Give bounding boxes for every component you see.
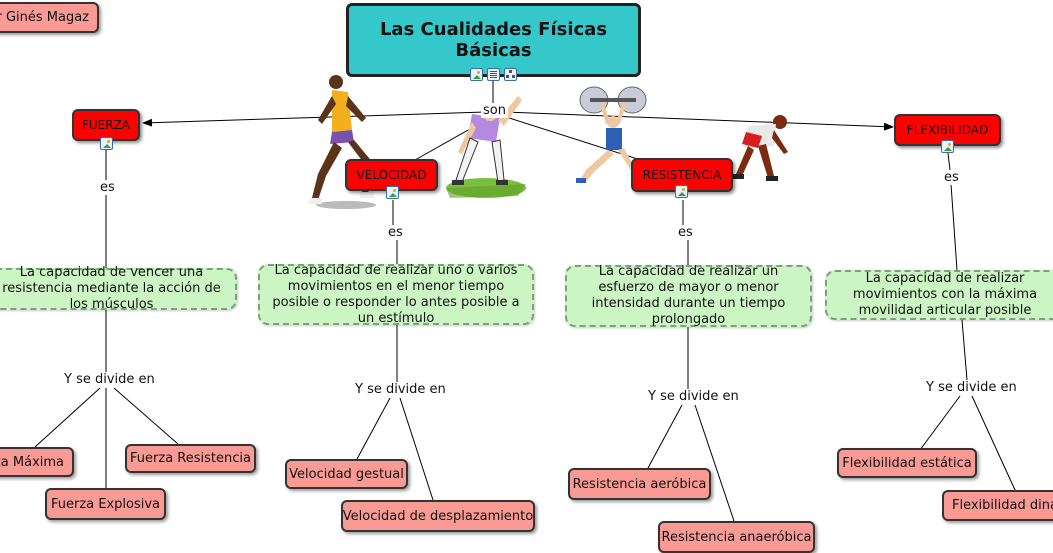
type-label: Fuerza Máxima	[0, 454, 64, 470]
edge-divide-vgest	[356, 397, 391, 460]
link-label-es: es	[942, 170, 961, 185]
edge-divide-vdesp	[399, 397, 434, 501]
definition-node-velocidad[interactable]: La capacidad de realizar uno o varios mo…	[258, 262, 534, 326]
type-node-fuerza-maxima[interactable]: Fuerza Máxima	[0, 447, 74, 477]
type-label: Resistencia aeróbica	[572, 476, 707, 492]
concept-map-icon[interactable]	[504, 68, 517, 81]
quality-label: VELOCIDAD	[356, 168, 427, 182]
type-label: Velocidad de desplazamiento	[342, 508, 534, 524]
edge-es-def-flexibilidad	[950, 183, 958, 271]
sprinter-figure	[732, 115, 788, 181]
title-node[interactable]: Las Cualidades Físicas Básicas	[346, 3, 641, 77]
definition-text: La capacidad de realizar un esfuerzo de …	[591, 264, 786, 327]
image-icon[interactable]	[675, 185, 688, 198]
definition-text: La capacidad de realizar movimientos con…	[852, 271, 1038, 318]
type-label: Resistencia anaeróbica	[661, 529, 812, 545]
edge-divide-fest	[919, 395, 961, 451]
edge-son-fuerza	[142, 111, 486, 127]
weightlifter-figure	[576, 86, 647, 183]
edge-divide-fres	[113, 387, 179, 445]
definition-node-resistencia[interactable]: La capacidad de realizar un esfuerzo de …	[565, 264, 812, 327]
image-icon[interactable]	[470, 68, 483, 81]
type-node-velocidad-desplazamiento[interactable]: Velocidad de desplazamiento	[341, 500, 535, 532]
definition-text: La capacidad de vencer una resistencia m…	[2, 265, 221, 312]
title-label: Las Cualidades Físicas Básicas	[379, 19, 608, 61]
type-node-flexibilidad-dinamica[interactable]: Flexibilidad dinámica	[942, 490, 1053, 521]
author-label: ar Ginés Magaz	[0, 10, 89, 25]
image-icon[interactable]	[941, 140, 954, 153]
link-label-divide: Y se divide en	[646, 389, 741, 404]
quality-label: FUERZA	[81, 118, 131, 132]
type-node-flexibilidad-estatica[interactable]: Flexibilidad estática	[837, 448, 977, 478]
link-label-son: son	[481, 103, 508, 118]
link-label-es: es	[98, 180, 117, 195]
edge-son-flexibilidad	[504, 111, 894, 131]
image-icon[interactable]	[100, 137, 113, 150]
edge-divide-fmax	[34, 387, 101, 448]
link-label-es: es	[386, 225, 405, 240]
link-label-divide: Y se divide en	[62, 372, 157, 387]
runner-figure	[308, 75, 376, 209]
edge-def-divide-flexibilidad	[961, 319, 968, 381]
definition-text: La capacidad de realizar uno o varios mo…	[272, 262, 520, 326]
edge-divide-ranaer	[694, 404, 735, 522]
definition-node-flexibilidad[interactable]: La capacidad de realizar movimientos con…	[825, 270, 1053, 320]
link-label-divide: Y se divide en	[924, 380, 1019, 395]
link-label-es: es	[676, 225, 695, 240]
type-node-fuerza-resistencia[interactable]: Fuerza Resistencia	[125, 444, 256, 473]
notes-icon[interactable]	[487, 68, 500, 81]
type-label: Flexibilidad estática	[842, 455, 972, 471]
type-label: Velocidad gestual	[289, 466, 404, 482]
link-label-divide: Y se divide en	[353, 382, 448, 397]
type-node-velocidad-gestual[interactable]: Velocidad gestual	[285, 459, 408, 489]
definition-node-fuerza[interactable]: La capacidad de vencer una resistencia m…	[0, 265, 237, 312]
quality-label: RESISTENCIA	[642, 168, 722, 182]
type-label: Flexibilidad dinámica	[952, 498, 1053, 513]
type-label: Fuerza Resistencia	[130, 451, 251, 466]
type-label: Fuerza Explosiva	[50, 496, 161, 512]
edge-divide-raer	[647, 404, 683, 469]
quality-label: FLEXIBILIDAD	[906, 123, 989, 137]
author-node[interactable]: ar Ginés Magaz	[0, 2, 99, 33]
edge-divide-fdin	[971, 395, 1016, 491]
edge-flexibilidad-es	[947, 152, 951, 171]
type-node-resistencia-anaerobica[interactable]: Resistencia anaeróbica	[658, 521, 815, 553]
type-node-resistencia-aerobica[interactable]: Resistencia aeróbica	[568, 468, 711, 500]
type-node-fuerza-explosiva[interactable]: Fuerza Explosiva	[45, 488, 166, 520]
image-icon[interactable]	[386, 186, 399, 199]
